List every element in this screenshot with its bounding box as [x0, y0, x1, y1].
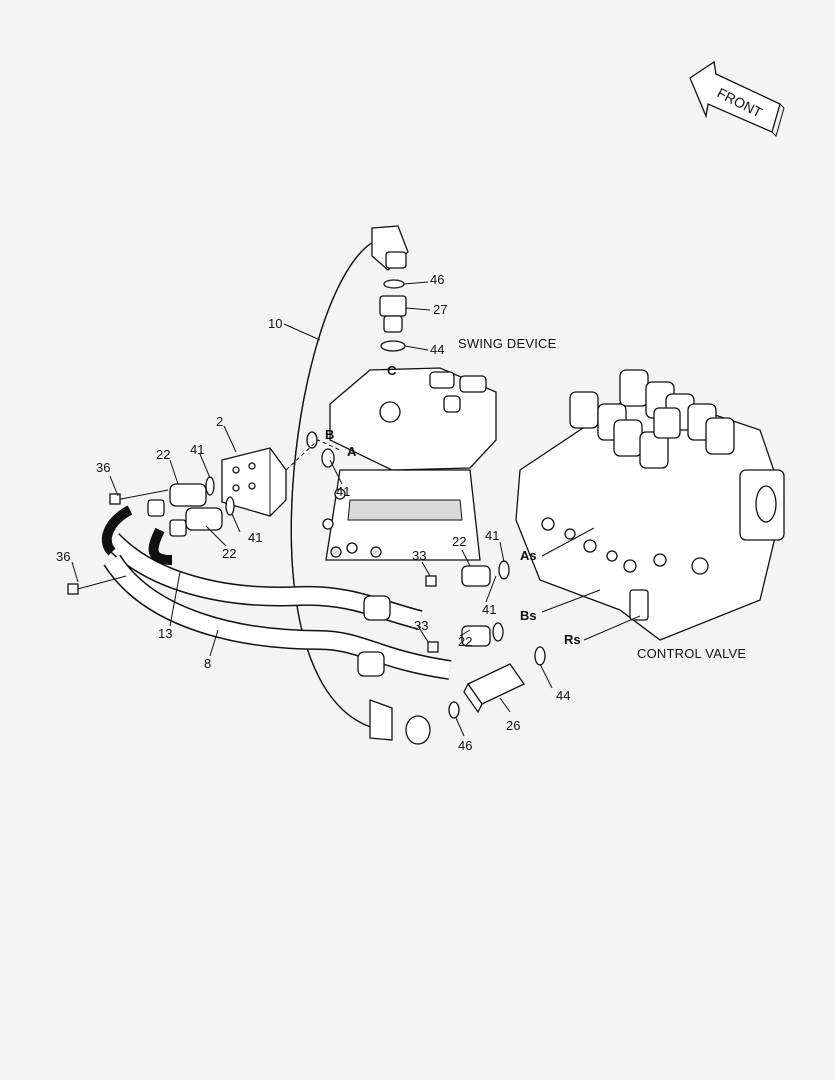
hose-10 — [290, 225, 431, 745]
callout-36-a: 36 — [96, 460, 110, 475]
callout-33-b: 33 — [414, 618, 428, 633]
callout-2: 2 — [216, 414, 223, 429]
control-valve — [515, 369, 785, 641]
callout-44-top: 44 — [430, 342, 444, 357]
hoses-8-13 — [101, 499, 452, 680]
port-b: B — [325, 427, 334, 442]
manifold-block-2 — [221, 439, 341, 517]
port-rs: Rs — [564, 632, 581, 647]
callout-41-a: 41 — [190, 442, 204, 457]
flanges-center — [425, 560, 546, 666]
callout-46-bot: 46 — [458, 738, 472, 753]
leader-lines — [71, 281, 641, 737]
callout-46-top: 46 — [430, 272, 444, 287]
front-direction-arrow: FRONT — [689, 60, 785, 137]
port-bs: Bs — [520, 608, 537, 623]
port-as: As — [520, 548, 537, 563]
callout-41-e: 41 — [482, 602, 496, 617]
fitting-stack-top — [379, 279, 407, 352]
callout-41-b: 41 — [248, 530, 262, 545]
fitting-26 — [448, 663, 525, 719]
callout-26: 26 — [506, 718, 520, 733]
port-c: C — [387, 363, 397, 378]
callout-41-c: 41 — [336, 484, 350, 499]
swing-device — [306, 367, 497, 561]
callout-36-b: 36 — [56, 549, 70, 564]
port-a: A — [347, 444, 357, 459]
control-valve-label: CONTROL VALVE — [637, 646, 746, 661]
callout-27: 27 — [433, 302, 447, 317]
swing-device-label: SWING DEVICE — [458, 336, 557, 351]
callout-8: 8 — [204, 656, 211, 671]
callout-22-c: 22 — [452, 534, 466, 549]
callout-44-bot: 44 — [556, 688, 570, 703]
callout-10: 10 — [268, 316, 282, 331]
callout-33-a: 33 — [412, 548, 426, 563]
callout-22-b: 22 — [222, 546, 236, 561]
callout-22-a: 22 — [156, 447, 170, 462]
callout-22-d: 22 — [458, 634, 472, 649]
callout-41-d: 41 — [485, 528, 499, 543]
callout-13: 13 — [158, 626, 172, 641]
